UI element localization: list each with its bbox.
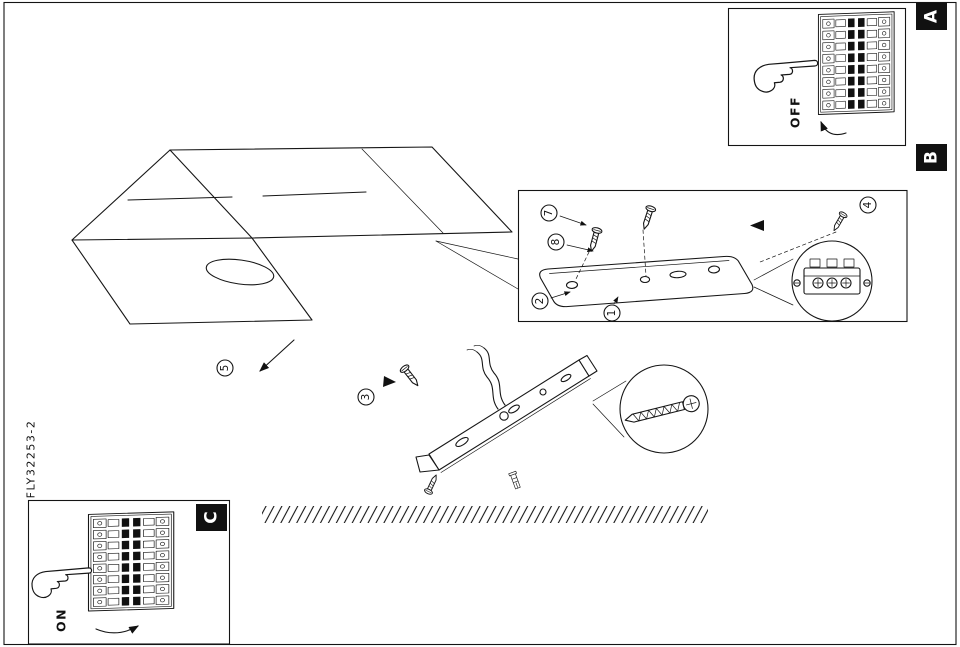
plate-screw-icon [638,204,657,277]
svg-text:2: 2 [534,298,546,305]
svg-text:B: B [922,151,942,164]
callout-step-5: 5 [216,359,234,377]
panel-c-power-on: ON [27,499,231,645]
screw-direction-arrow [383,376,396,387]
pointing-hand-icon [753,59,819,93]
plate-screw-icon [574,226,604,282]
toggle-direction-arrow [820,120,847,136]
wall-hatching [262,506,708,523]
section-badge-a: A [916,3,947,30]
lamp-shade-cover [71,146,513,325]
svg-text:1: 1 [606,310,618,317]
toggle-direction-arrow [95,625,139,634]
detail-pointer-wedge [435,240,519,290]
page-border [3,1,957,646]
svg-text:3: 3 [360,394,372,401]
direction-arrow [750,220,764,231]
wall-screw-icon [398,362,423,390]
supply-wires [466,344,506,410]
bracket-cutout-hole [205,258,275,286]
shade-fit-arrow [259,339,295,372]
breaker-panel-icon [818,12,894,115]
wood-screw-icon [624,395,700,423]
cable-screw-icon [759,210,849,263]
section-badge-c: C [196,504,227,531]
svg-text:8: 8 [550,239,562,246]
screw-magnifier-detail [592,364,709,454]
off-label: OFF [788,96,803,128]
svg-text:5: 5 [219,365,231,372]
part-number: FLY32253-2 [25,420,38,499]
pointing-hand-icon [31,567,93,599]
tab-screw-icon [423,472,441,496]
mounting-plate [539,255,754,308]
terminal-block-detail [753,240,873,322]
section-badge-b: B [916,144,947,171]
wall-anchor-icon [508,470,522,490]
callout-step-8: 8 [547,233,594,253]
svg-text:C: C [202,511,222,523]
callout-step-2: 2 [531,291,571,310]
mounting-bracket [415,354,598,473]
callout-step-4: 4 [859,196,877,214]
svg-text:A: A [922,9,942,23]
panel-b-mounting-detail: 7 8 2 1 4 [517,189,908,323]
callout-step-7: 7 [540,204,587,226]
breaker-panel-icon [88,512,173,611]
callout-step-1: 1 [603,296,621,322]
panel-a-power-off: OFF [727,7,907,147]
svg-text:4: 4 [862,201,874,208]
callout-step-3: 3 [357,388,375,406]
svg-text:7: 7 [543,210,555,217]
on-label: ON [54,608,69,632]
